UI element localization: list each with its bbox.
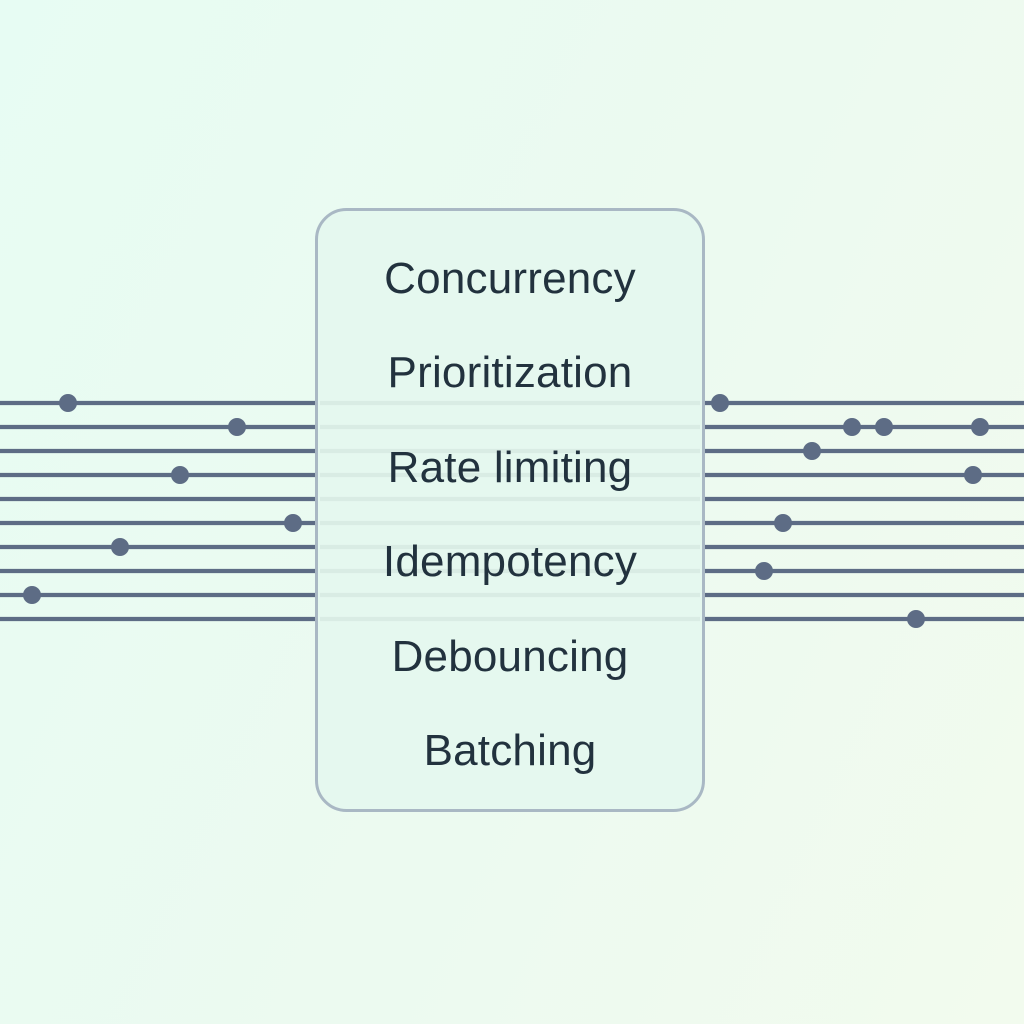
request-dot <box>23 586 41 604</box>
request-dot <box>843 418 861 436</box>
request-dot <box>111 538 129 556</box>
request-dot <box>964 466 982 484</box>
patterns-card <box>315 208 705 812</box>
request-dot <box>803 442 821 460</box>
request-dot <box>755 562 773 580</box>
request-dot <box>284 514 302 532</box>
request-dot <box>59 394 77 412</box>
request-dot <box>774 514 792 532</box>
request-dot <box>907 610 925 628</box>
request-dot <box>971 418 989 436</box>
request-dot <box>171 466 189 484</box>
request-dot <box>711 394 729 412</box>
request-dot <box>228 418 246 436</box>
request-dot <box>875 418 893 436</box>
